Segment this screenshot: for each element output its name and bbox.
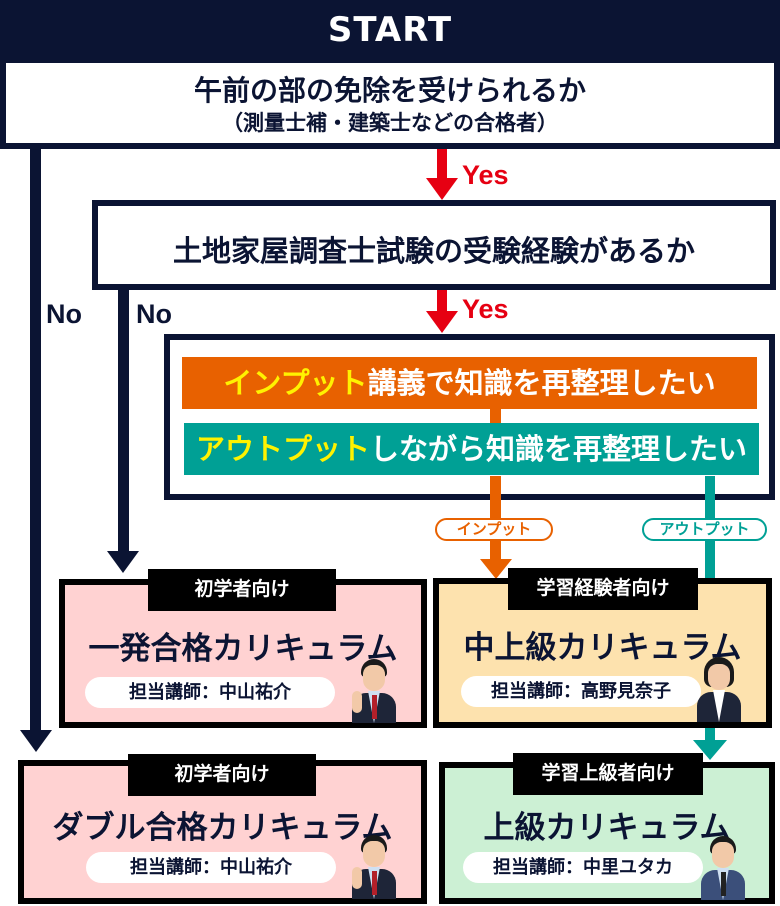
no-arrowhead-q2 [107,551,139,573]
teacher-pill: 担当講師：中山祐介 [85,677,335,708]
yes-arrowhead-1 [426,178,458,200]
no-label-q2: No [136,299,172,329]
teacher-pill: 担当講師：中山祐介 [86,852,336,883]
option-output-text: しながら知識を再整理したい [370,432,748,466]
audience-tag: 学習経験者向け [508,568,698,610]
teacher-pill: 担当講師：中里ユタカ [463,852,703,883]
learning-style-box: インプット講義で知識を再整理したい アウトプットしながら知識を再整理したい [164,334,775,500]
no-line-q2 [118,290,129,552]
yes-arrow-shaft-2 [437,290,447,314]
teacher-photo-nakazato [697,834,749,900]
question-exemption-note: （測量士補・建築士などの合格者） [222,111,558,135]
yes-label-2: Yes [462,294,509,324]
curriculum-title: 中上級カリキュラム [463,630,742,666]
option-output-highlight: アウトプット [195,432,370,466]
curriculum-title: 一発合格カリキュラム [88,631,398,667]
teacher-photo-nakayama [348,657,400,723]
input-path-label: インプット [435,518,553,541]
audience-tag: 初学者向け [148,569,336,611]
no-label-q1: No [46,299,82,329]
output-path-label: アウトプット [642,518,767,541]
curriculum-card-chujokyu[interactable]: 担当講師：高野見奈子 中上級カリキュラム [433,578,772,728]
yes-label-1: Yes [462,160,509,190]
no-line-q1 [30,149,41,731]
question-experience-text: 土地家屋調査士試験の受験経験があるか [172,234,695,268]
question-exemption-box: 午前の部の免除を受けられるか （測量士補・建築士などの合格者） [6,63,774,143]
option-input-text: 講義で知識を再整理したい [367,366,716,400]
audience-tag: 学習上級者向け [513,753,703,795]
start-title: START [327,10,453,50]
input-arrowhead [480,559,512,579]
option-output-practice: アウトプットしながら知識を再整理したい [184,423,759,475]
teacher-pill: 担当講師：高野見奈子 [461,676,701,707]
question-experience-box: 土地家屋調査士試験の受験経験があるか [92,200,776,290]
option-input-highlight: インプット [223,366,368,400]
teacher-photo-nakayama [348,833,400,899]
question-exemption-text: 午前の部の免除を受けられるか [193,74,586,107]
yes-arrow-shaft-1 [437,149,447,181]
no-arrowhead-q1 [20,730,52,752]
input-connector-top [490,409,501,423]
teacher-photo-takano [693,656,745,722]
yes-arrowhead-2 [426,311,458,333]
curriculum-title: ダブル合格カリキュラム [52,810,393,846]
curriculum-title: 上級カリキュラム [483,810,731,846]
audience-tag: 初学者向け [128,754,316,796]
option-input-lecture: インプット講義で知識を再整理したい [182,357,757,409]
